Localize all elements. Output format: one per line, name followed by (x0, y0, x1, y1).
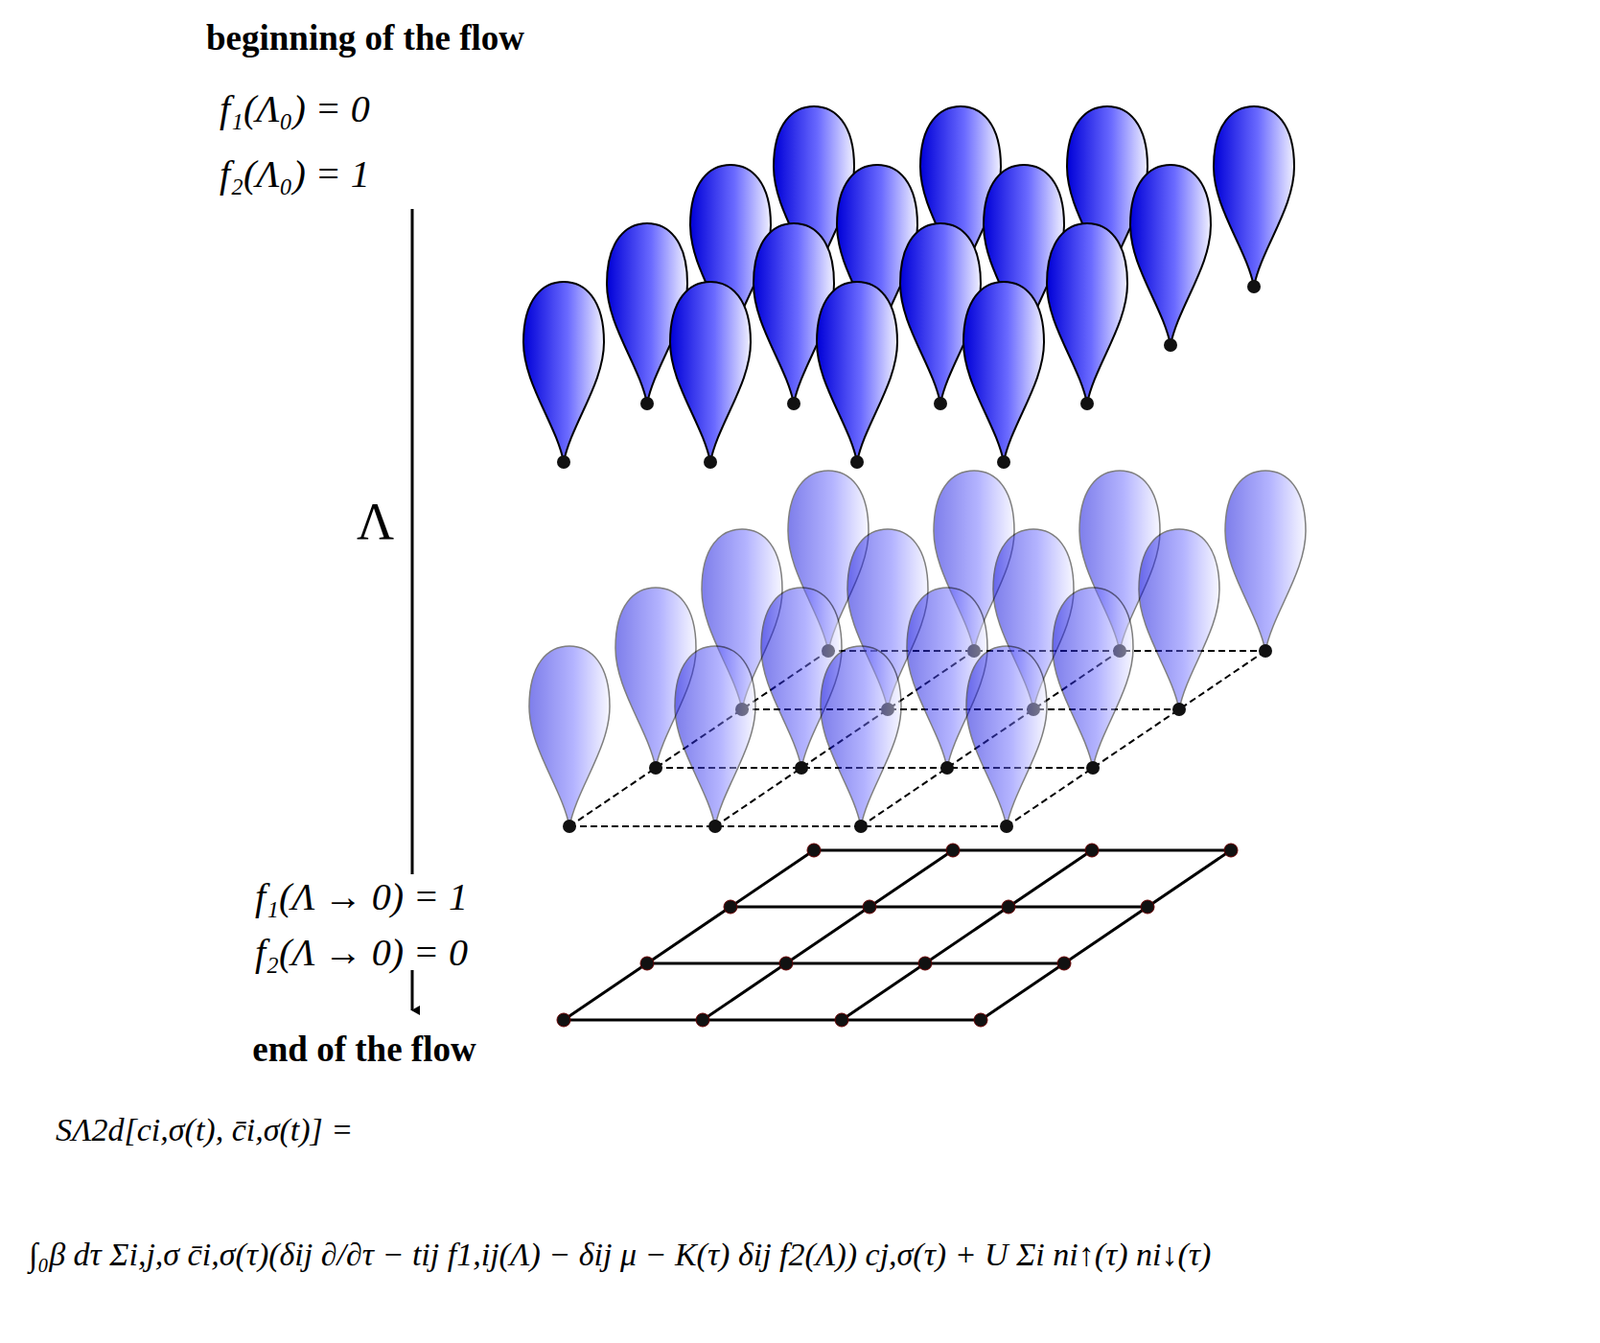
site-dot (1172, 702, 1186, 717)
site-dot (1163, 338, 1178, 352)
orbital-lobe (963, 281, 1044, 463)
action-rhs: ∫₀β dτ Σi,j,σ c̄i,σ(τ)(δij ∂/∂τ − tij f1… (28, 1236, 1211, 1273)
site-dot (787, 396, 801, 411)
lattice-middle (529, 470, 1306, 834)
site-dot (695, 1013, 710, 1027)
site-dot (794, 761, 809, 775)
lobe-shape (670, 281, 751, 463)
flow-end-label: end of the flow (252, 1030, 476, 1070)
site-dot (1001, 900, 1016, 914)
site-dot (640, 956, 654, 971)
action-lhs: SΛ2d[ci,σ(t), c̄i,σ(t)] = (55, 1112, 353, 1148)
lattice-bond (813, 849, 1231, 853)
orbital-lobe (1130, 164, 1211, 346)
lobe-shape (1213, 106, 1295, 287)
lattice-bond (702, 850, 953, 1021)
lobe-shape (1225, 470, 1306, 651)
flow-axis (411, 208, 415, 875)
lattice-bond (841, 850, 1092, 1021)
site-dot (1057, 956, 1071, 971)
lattice-bond (563, 850, 814, 1021)
site-dot (1258, 644, 1273, 658)
lobe-shape (1046, 223, 1128, 404)
orbital-lobe (1138, 529, 1220, 710)
site-dot (1080, 396, 1094, 411)
lattice-bond (980, 850, 1231, 1021)
site-dot (850, 455, 864, 469)
site-dot (854, 819, 868, 834)
lobe-shape (816, 281, 898, 463)
dashed-bond (569, 825, 1007, 828)
lattice-bottom (556, 843, 1238, 1027)
orbital-lobe (1052, 587, 1134, 768)
cutoff-symbol: Λ (356, 493, 395, 551)
site-dot (918, 956, 932, 971)
site-dot (556, 455, 571, 469)
site-dot (946, 843, 960, 858)
site-dot (834, 1013, 849, 1027)
final-condition: f₁(Λ → 0) = 1 (255, 876, 468, 919)
orbital-lobe (966, 646, 1047, 827)
site-dot (556, 1013, 571, 1027)
orbital-lobe (529, 646, 610, 827)
site-dot (940, 761, 954, 775)
initial-condition: f₁(Λ₀) = 0 (219, 88, 371, 131)
initial-condition: f₂(Λ₀) = 1 (219, 153, 371, 196)
orbital-lobe (816, 281, 898, 463)
lobe-shape (523, 281, 604, 463)
lobe-shape (529, 646, 610, 827)
lobe-shape (963, 281, 1044, 463)
site-dot (649, 761, 663, 775)
lobe-shape (966, 646, 1047, 827)
site-dot (703, 455, 718, 469)
flow-axis-arrow (411, 970, 415, 1011)
site-dot (1085, 843, 1099, 858)
orbital-lobe (1046, 223, 1128, 404)
dashed-bond (1006, 650, 1266, 827)
lobe-shape (1138, 529, 1220, 710)
site-dot (973, 1013, 988, 1027)
flow-start-label: beginning of the flow (206, 19, 525, 59)
site-dot (997, 455, 1011, 469)
orbital-lobe (670, 281, 751, 463)
site-dot (807, 843, 821, 858)
site-dot (1247, 279, 1261, 294)
site-dot (640, 396, 654, 411)
lattice-bond (730, 905, 1148, 909)
site-dot (933, 396, 948, 411)
lattice-bond (647, 962, 1065, 966)
orbital-lobe (523, 281, 604, 463)
site-dot (562, 819, 577, 834)
final-condition: f₂(Λ → 0) = 0 (255, 931, 468, 974)
lobe-shape (820, 646, 902, 827)
orbital-lobe (674, 646, 756, 827)
lobe-shape (674, 646, 756, 827)
site-dot (779, 956, 793, 971)
site-dot (723, 900, 738, 914)
lobe-shape (1052, 587, 1134, 768)
site-dot (1140, 900, 1155, 914)
orbital-lobe (820, 646, 902, 827)
lobe-shape (1130, 164, 1211, 346)
site-dot (999, 819, 1014, 834)
site-dot (862, 900, 877, 914)
orbital-lobe (1225, 470, 1306, 651)
lattice-top (523, 106, 1295, 469)
site-dot (1086, 761, 1100, 775)
lattice-bond (563, 1019, 981, 1022)
orbital-lobe (1213, 106, 1295, 287)
site-dot (1224, 843, 1238, 858)
site-dot (708, 819, 722, 834)
